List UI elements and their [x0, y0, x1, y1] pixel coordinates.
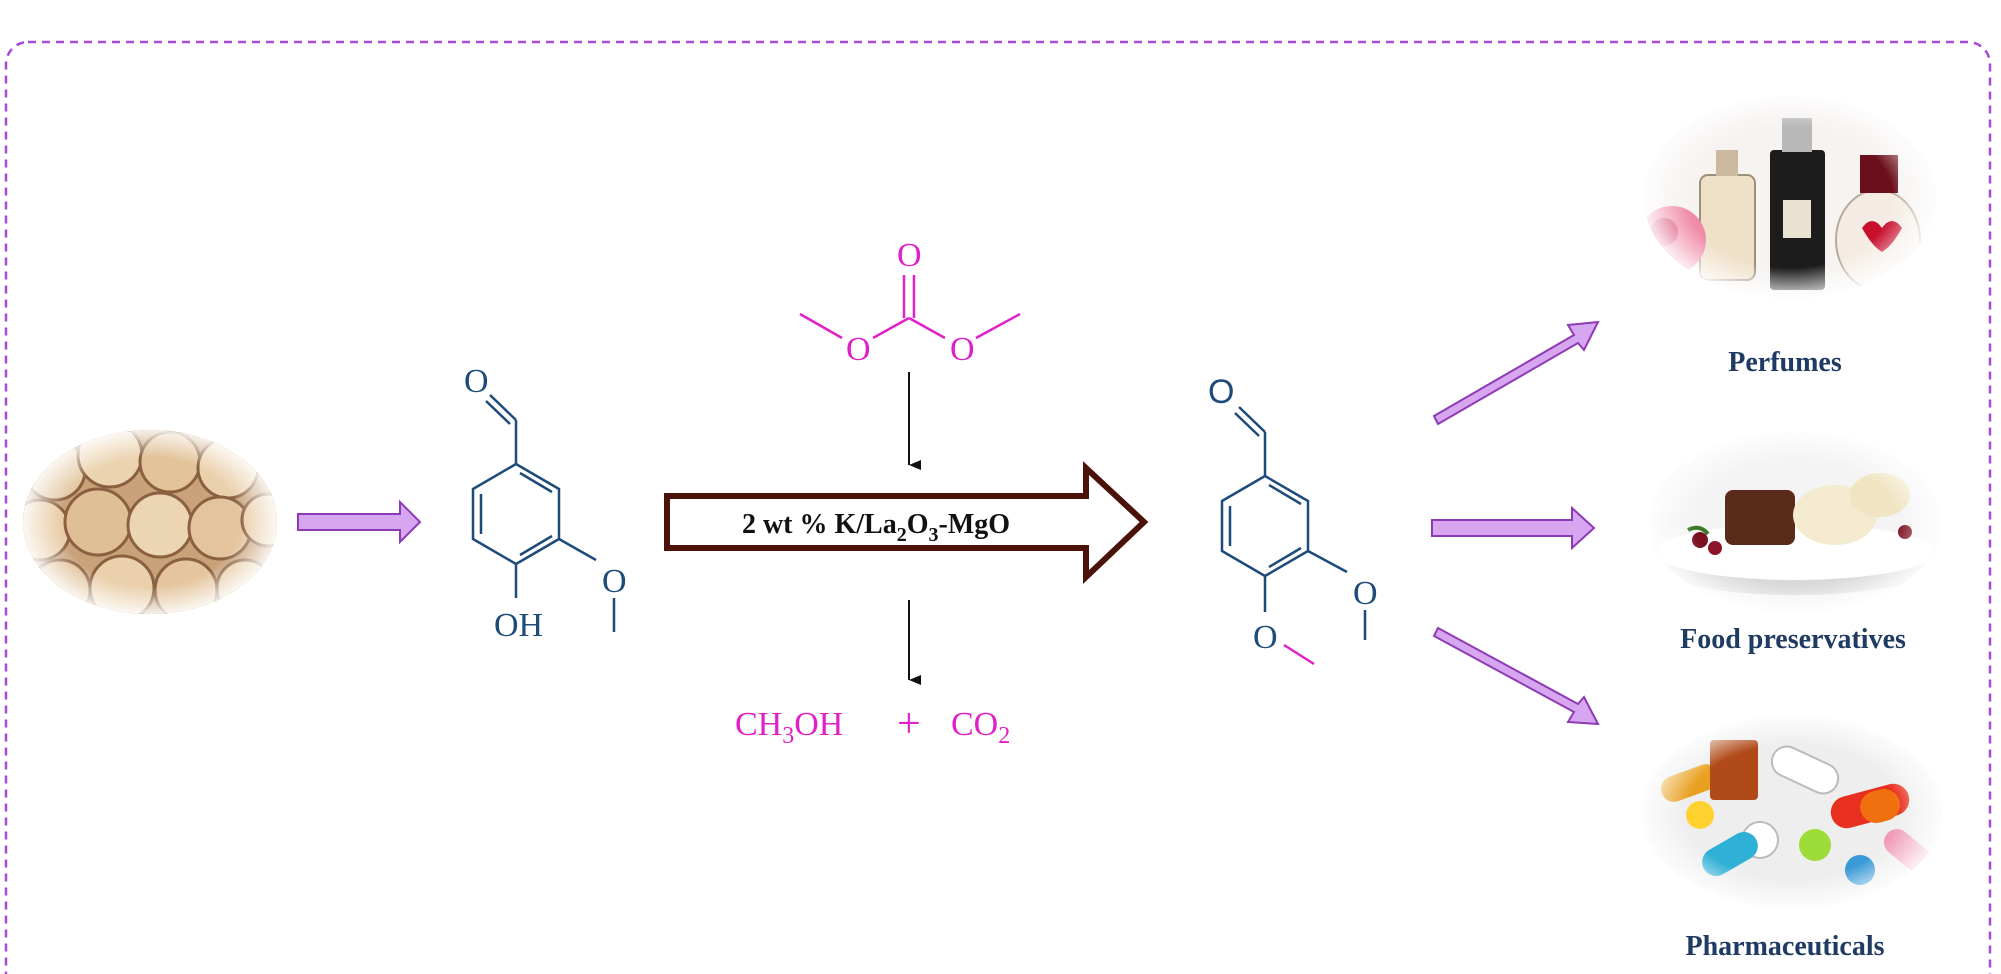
arrow-to-pharmaceuticals: [1432, 626, 1600, 726]
arrow-to-food: [1431, 505, 1596, 551]
product-new-methyl-bond: [1283, 643, 1315, 666]
dashed-frame: [4, 40, 1992, 974]
product-methoxy-o-upper: O: [1353, 575, 1378, 612]
application-label-perfumes: Perfumes: [1728, 347, 1842, 378]
vanillin-molecule: [471, 394, 616, 632]
arrow-to-perfumes: [1432, 320, 1600, 426]
catalyst-arrow: [664, 461, 1149, 584]
product-aldehyde-o: O: [1208, 373, 1234, 411]
pills-image: [1642, 716, 1942, 908]
reagent-carbonyl-o: O: [897, 237, 922, 274]
application-label-food-preservatives: Food preservatives: [1680, 624, 1906, 655]
product-methoxy-o-lower: O: [1253, 619, 1278, 656]
co2-label: CO2: [951, 706, 1010, 749]
methanol-label: CH3OH: [735, 706, 843, 749]
veratraldehyde-molecule: [1220, 406, 1367, 640]
dessert-plate-image: [1649, 432, 1941, 612]
plus-sign: +: [897, 701, 921, 747]
wood-to-vanillin-arrow: [297, 499, 422, 545]
vanillin-aldehyde-o: O: [464, 363, 489, 400]
application-label-pharmaceuticals: Pharmaceuticals: [1685, 931, 1884, 962]
vanillin-methoxy-o: O: [602, 563, 627, 600]
wood-logs-image: [23, 430, 277, 614]
vanillin-hydroxyl: OH: [494, 607, 543, 644]
reagent-left-o: O: [846, 331, 871, 368]
reagent-right-o: O: [950, 331, 975, 368]
perfume-bottles-image: [1644, 96, 1936, 298]
catalyst-label: 2 wt % K/La2O3-MgO: [742, 509, 1010, 546]
dimethyl-carbonate-molecule: [799, 275, 1021, 340]
